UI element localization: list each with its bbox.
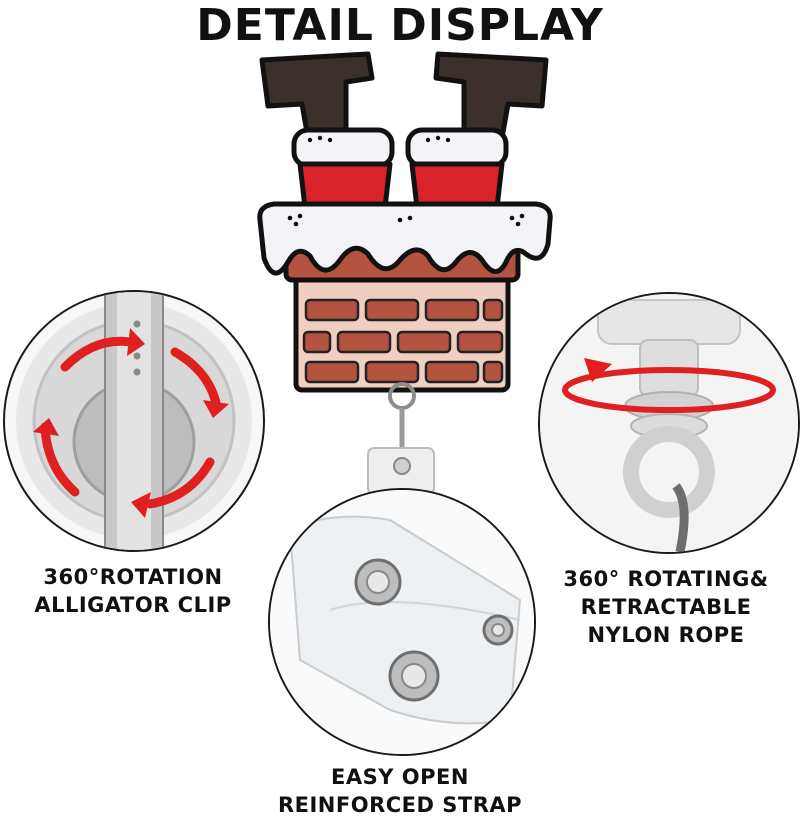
caption-line: 360° ROTATING& — [563, 567, 769, 591]
rotating-rope-detail — [538, 292, 800, 554]
caption-alligator-clip: 360°ROTATION ALLIGATOR CLIP — [0, 563, 266, 619]
alligator-clip-image — [16, 292, 252, 550]
left-fur-cuff — [291, 127, 395, 169]
swivel-ring — [623, 426, 715, 518]
caption-nylon-rope: 360° ROTATING& RETRACTABLE NYLON ROPE — [533, 565, 799, 649]
caption-line: REINFORCED STRAP — [277, 793, 523, 817]
caption-line: EASY OPEN — [331, 765, 469, 789]
caption-line: NYLON ROPE — [587, 623, 745, 647]
rotating-rope-image — [540, 294, 798, 552]
badge-clip-hardware — [367, 382, 435, 495]
snap-button-icon — [482, 614, 514, 646]
split-ring — [672, 483, 689, 552]
alligator-clip-detail — [3, 290, 265, 552]
reinforced-strap-detail — [268, 488, 536, 756]
santa-chimney-badge-reel — [250, 48, 560, 498]
caption-line: 360°ROTATION — [43, 565, 223, 589]
rotation-arrows-icon — [40, 336, 222, 509]
caption-line: ALLIGATOR CLIP — [34, 593, 232, 617]
chimney-snow — [257, 201, 553, 276]
snap-button-icon — [388, 650, 440, 702]
right-boot — [433, 51, 549, 141]
right-fur-cuff — [405, 127, 509, 169]
left-boot — [259, 51, 375, 141]
snap-button-icon — [354, 558, 402, 606]
rotation-ring-icon — [562, 358, 776, 413]
reinforced-strap-image — [270, 490, 534, 754]
santa-chimney-illustration — [257, 51, 553, 495]
caption-reinforced-strap: EASY OPEN REINFORCED STRAP — [250, 763, 550, 819]
caption-line: RETRACTABLE — [580, 595, 752, 619]
page-title: DETAIL DISPLAY — [196, 0, 604, 51]
